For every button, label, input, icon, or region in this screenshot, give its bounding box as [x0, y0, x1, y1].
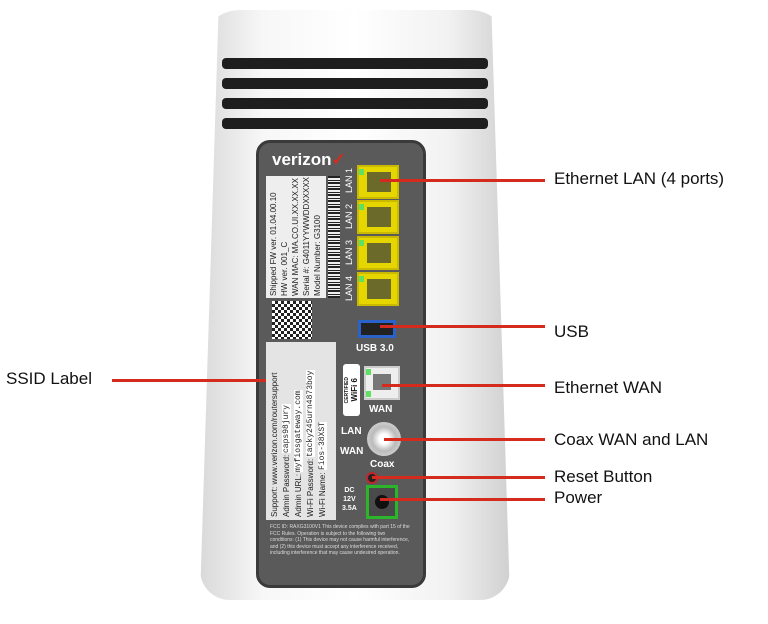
callout-reset: Reset Button	[554, 467, 653, 486]
power-current: 3.5A	[342, 505, 357, 512]
lan-port-1	[357, 165, 399, 199]
lan-2-label: LAN 2	[344, 204, 354, 230]
callout-coax: Coax WAN and LAN	[554, 430, 709, 449]
wifi6-text: WiFi 6	[350, 378, 359, 402]
fcc-text: FCC ID: RAXG3100V1 This device complies …	[270, 524, 410, 556]
vent-slot	[222, 78, 488, 89]
callout-power: Power	[554, 488, 603, 507]
wan-port	[364, 366, 400, 400]
model-number: Model Number: G3100	[313, 215, 322, 296]
wan-label: WAN	[369, 404, 393, 415]
wan-led-label: WAN	[340, 446, 364, 457]
admin-url-key: Admin URL:	[294, 473, 303, 517]
wifi-password: tacky245urn4873boy	[306, 370, 315, 457]
support-url: Support: www.verizon.com/routersupport	[270, 372, 279, 517]
qr-code	[272, 301, 312, 339]
verizon-logo: verizon✓	[272, 150, 346, 169]
vent-slot	[222, 58, 488, 69]
coax-label: Coax	[370, 459, 395, 470]
wifi-certified: CERTIFIED	[344, 376, 350, 404]
admin-url: myfiosgateway.com	[294, 390, 303, 472]
callout-ssid: SSID Label	[6, 369, 92, 388]
lan-port-2	[357, 200, 399, 234]
fw-version: Shipped FW ver. 01.04.00.10	[269, 192, 278, 296]
callout-line-wan	[382, 384, 545, 387]
callout-line-ssid	[112, 379, 266, 382]
wan-mac: WAN MAC: MA.CO.UI.XX.XX.XX	[291, 178, 300, 296]
wifi-name: Fios-38XST	[318, 422, 327, 471]
admin-password-row: Admin Password: caps98jury	[281, 345, 293, 517]
usb-label: USB 3.0	[356, 343, 394, 354]
lan-port-3	[357, 236, 399, 270]
lan-1-label: LAN 1	[344, 168, 354, 194]
callout-lan: Ethernet LAN (4 ports)	[554, 169, 725, 188]
barcode	[328, 176, 340, 298]
lan-4-label: LAN 4	[344, 276, 354, 302]
lan-led-label: LAN	[341, 426, 362, 437]
callout-line-power	[380, 498, 545, 501]
callout-line-usb	[380, 325, 545, 328]
callout-wan: Ethernet WAN	[554, 378, 663, 397]
power-jack	[366, 485, 398, 519]
wifi6-badge: WiFi 6 CERTIFIED	[343, 364, 360, 416]
usb-port	[358, 320, 396, 338]
wifi-password-row: Wi-Fi Password: tacky245urn4873boy	[305, 345, 317, 517]
device-info-label: Model Number: G3100 Serial #: G4011YYWWD…	[266, 176, 326, 298]
callout-line-lan	[380, 179, 545, 182]
admin-password-key: Admin Password:	[282, 454, 291, 517]
callout-line-reset	[372, 476, 545, 479]
vent-slot	[222, 98, 488, 109]
ssid-label: Wi-Fi Name: Fios-38XST Wi-Fi Password: t…	[266, 342, 336, 520]
power-dc: DC	[344, 487, 355, 494]
hw-version: HW ver. 001_C	[280, 241, 289, 296]
vent-slot	[222, 118, 488, 129]
power-rating: DC 12V 3.5A	[342, 486, 357, 513]
callout-line-coax	[384, 438, 545, 441]
admin-password: caps98jury	[282, 404, 291, 453]
callout-usb: USB	[554, 322, 589, 341]
power-voltage: 12V	[343, 496, 356, 503]
lan-port-4	[357, 272, 399, 306]
admin-url-row: Admin URL: myfiosgateway.com	[293, 345, 305, 517]
wifi-name-row: Wi-Fi Name: Fios-38XST	[317, 345, 329, 517]
serial-number: Serial #: G4011YYWWDDXXXXX	[302, 176, 311, 296]
wifi-name-key: Wi-Fi Name:	[318, 472, 327, 517]
lan-3-label: LAN 3	[344, 240, 354, 266]
brand-text: verizon	[272, 150, 332, 169]
wifi-password-key: Wi-Fi Password:	[306, 458, 315, 517]
